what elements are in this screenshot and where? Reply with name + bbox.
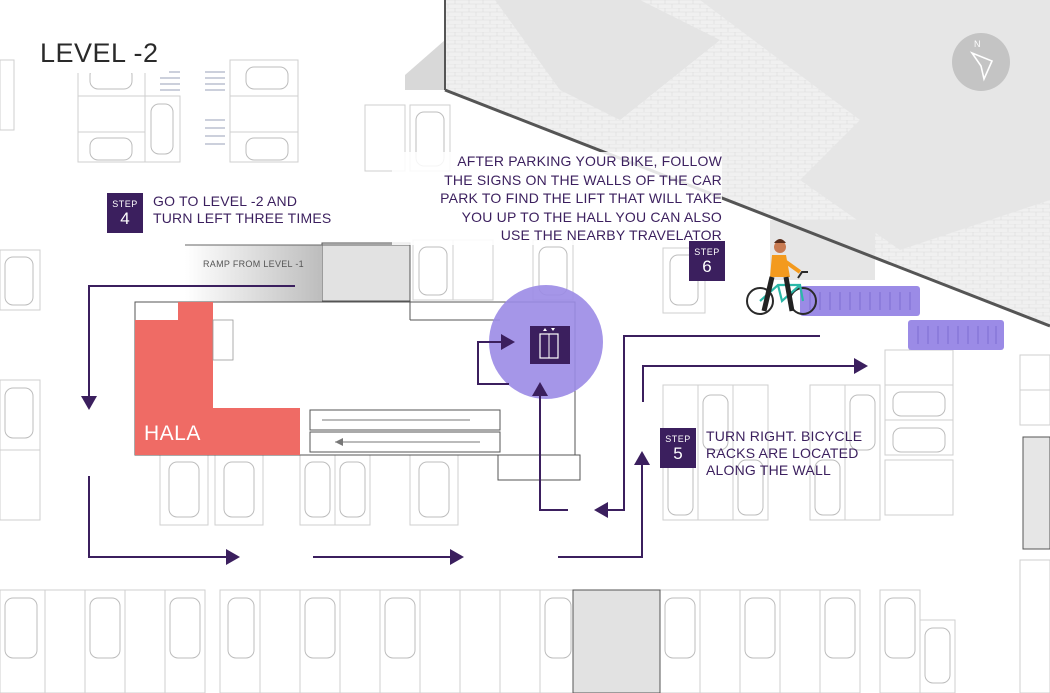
step-6-badge: STEP 6 [689,241,725,281]
step-4: STEP 4 GO TO LEVEL -2 AND TURN LEFT THRE… [107,193,331,233]
route-arrow-icon [81,285,868,565]
level-title: LEVEL -2 [30,34,169,73]
travelator-icon [309,409,501,453]
service-blocks [321,242,1050,693]
step-6-number: 6 [702,256,712,276]
step-5-badge: STEP 5 [660,428,696,468]
step-4-number: 4 [120,208,130,228]
step-6-text: AFTER PARKING YOUR BIKE, FOLLOW THE SIGN… [392,152,722,245]
ramp-label: RAMP FROM LEVEL -1 [203,259,304,269]
compass-needle-icon [969,51,994,82]
step-5-badge-label: STEP [665,433,691,444]
step-6: STEP 6 [689,241,725,281]
step-4-text: GO TO LEVEL -2 AND TURN LEFT THREE TIMES [153,193,332,226]
step-4-badge-label: STEP [112,198,138,209]
parked-cars [4,66,951,684]
hall-label: HALA [144,422,201,445]
lift-area [489,285,603,399]
step-5: STEP 5 TURN RIGHT. BICYCLE RACKS ARE LOC… [660,428,862,479]
compass-north-letter: N [974,39,981,49]
parking-stalls [0,59,1050,693]
bicycle-racks [800,286,1004,350]
cyclist-icon [746,239,817,315]
bike-rack-lines [160,71,225,145]
step-4-badge: STEP 4 [107,193,143,233]
step-5-text: TURN RIGHT. BICYCLE RACKS ARE LOCATED AL… [706,428,863,478]
compass-icon[interactable]: N [952,33,1010,91]
ramp [185,244,410,303]
step-6-badge-label: STEP [694,246,720,257]
step-5-number: 5 [673,443,683,463]
